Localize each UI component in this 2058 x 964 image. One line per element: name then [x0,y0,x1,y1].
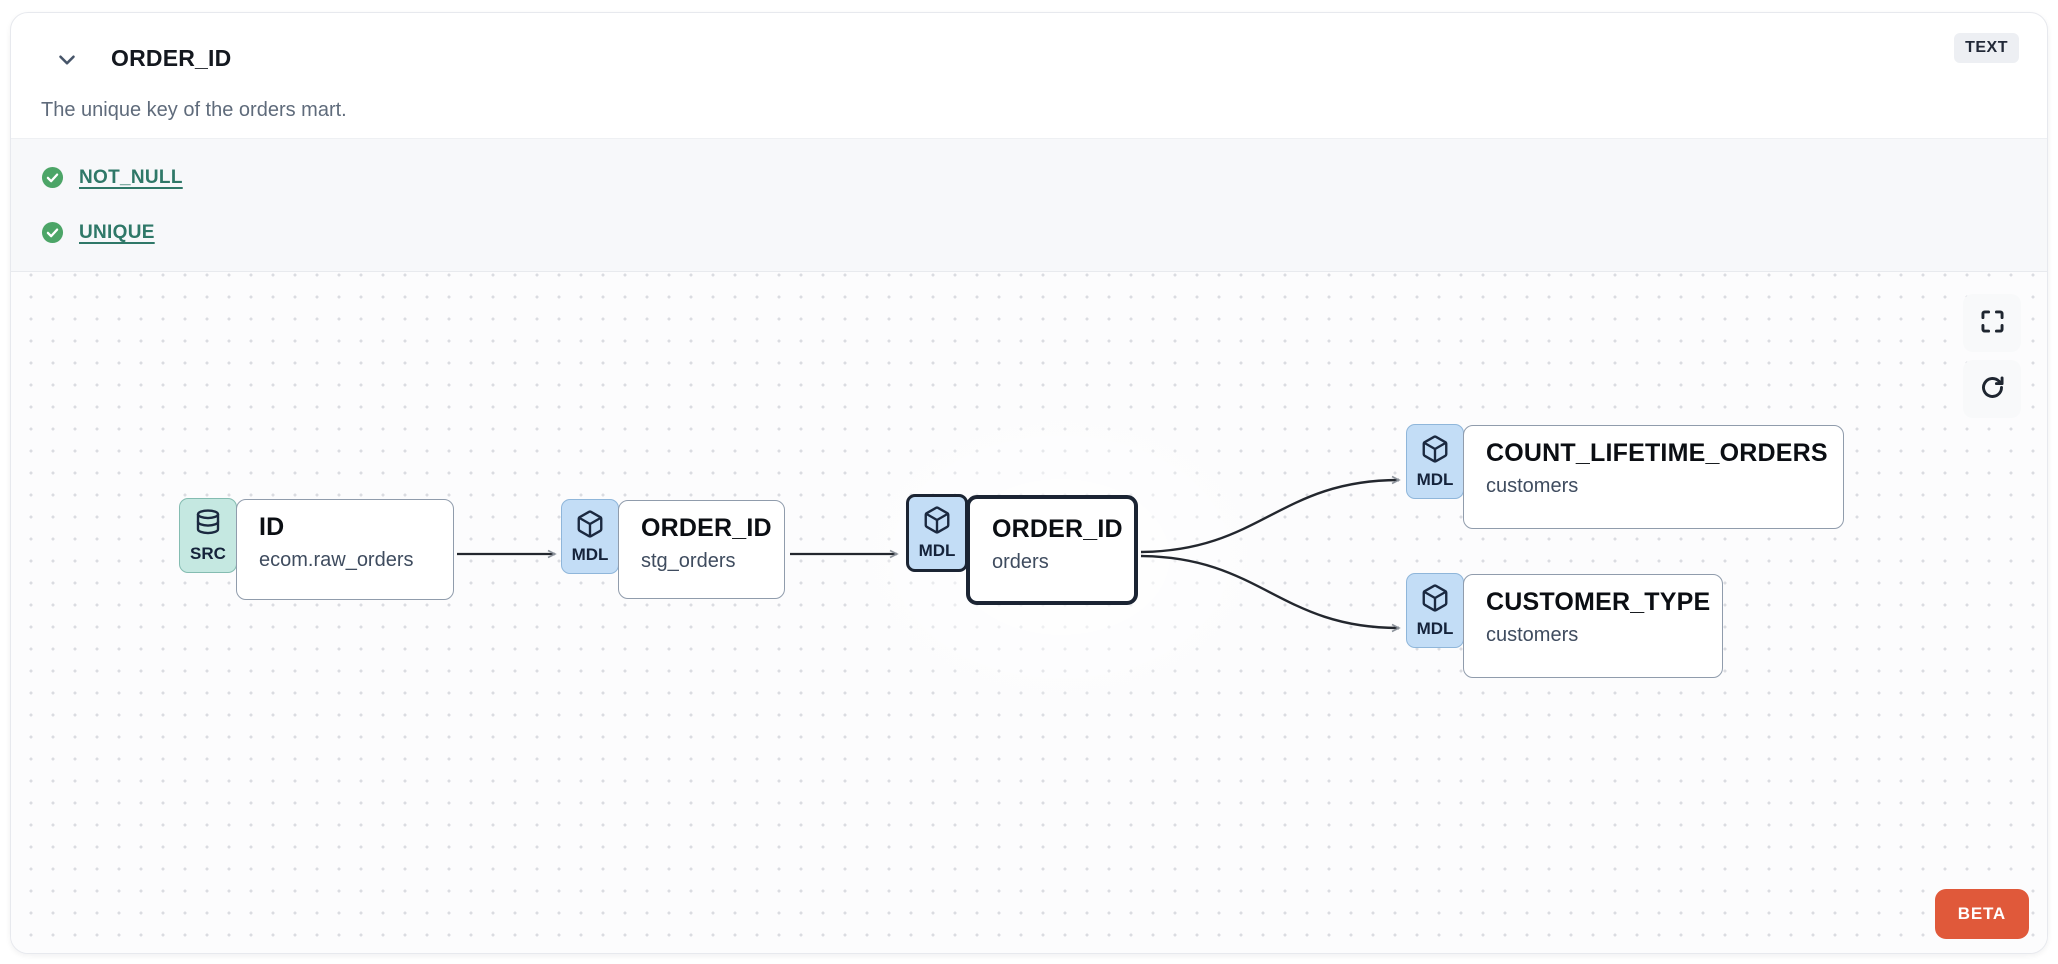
node-card: COUNT_LIFETIME_ORDERS customers [1463,425,1844,529]
node-subtitle: ecom.raw_orders [259,549,414,571]
fullscreen-icon [1979,308,2006,338]
node-badge-label: MDL [918,541,956,560]
node-title: ORDER_ID [641,514,772,542]
test-link-unique[interactable]: UNIQUE [79,221,155,243]
lineage-canvas[interactable]: SRC ID ecom.raw_orders MDL ORDER_ID stg [11,272,2047,953]
test-row: NOT_NULL [41,166,2047,189]
node-badge: SRC [179,498,237,573]
node-card: ORDER_ID stg_orders [618,500,785,599]
node-badge-label: SRC [190,543,226,563]
node-subtitle: stg_orders [641,550,736,572]
collapse-button[interactable] [49,43,85,79]
node-badge-label: MDL [1416,618,1454,638]
database-icon [193,508,223,543]
node-subtitle: orders [992,551,1049,573]
column-type-badge: TEXT [1954,33,2019,63]
node-title: COUNT_LIFETIME_ORDERS [1486,439,1828,467]
fullscreen-button[interactable] [1963,294,2021,352]
page-title: ORDER_ID [111,45,232,71]
beta-badge: BETA [1934,889,2029,939]
node-card: CUSTOMER_TYPE customers [1463,574,1723,678]
check-circle-icon [41,166,64,189]
canvas-controls [1963,294,2021,418]
node-badge: MDL [1406,424,1464,499]
refresh-button[interactable] [1963,360,2021,418]
node-title: ID [259,513,285,541]
test-link-not-null[interactable]: NOT_NULL [79,166,183,188]
column-description: The unique key of the orders mart. [41,99,347,121]
node-badge-label: MDL [571,544,609,564]
cube-icon [922,505,952,540]
node-badge: MDL [1406,573,1464,648]
cube-icon [575,509,605,544]
tests-section: NOT_NULL UNIQUE [11,138,2047,272]
node-badge: MDL [561,499,619,574]
node-badge-label: MDL [1416,469,1454,489]
test-row: UNIQUE [41,221,2047,244]
lineage-edges [457,475,1401,633]
node-title: CUSTOMER_TYPE [1486,588,1711,616]
node-card: ID ecom.raw_orders [236,499,454,600]
node-subtitle: customers [1486,475,1579,497]
cube-icon [1420,583,1450,618]
check-circle-icon [41,221,64,244]
node-subtitle: customers [1486,624,1579,646]
cube-icon [1420,434,1450,469]
node-title: ORDER_ID [992,515,1123,543]
column-details-panel: ORDER_ID TEXT The unique key of the orde… [10,12,2048,954]
refresh-icon [1979,374,2006,404]
node-badge: MDL [906,494,968,572]
node-card: ORDER_ID orders [966,495,1138,605]
chevron-down-icon [54,47,80,76]
header: ORDER_ID TEXT The unique key of the orde… [11,13,2047,121]
